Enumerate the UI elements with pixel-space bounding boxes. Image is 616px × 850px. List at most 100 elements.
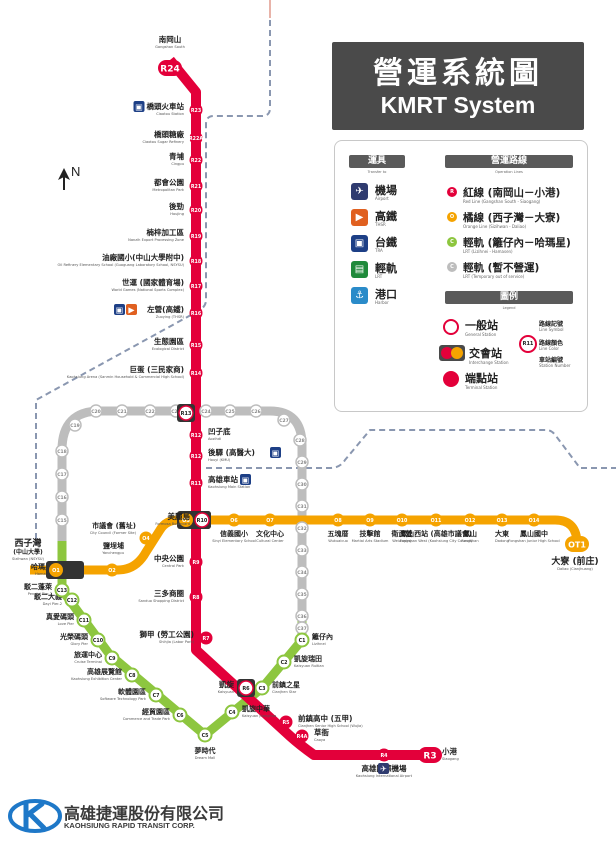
station-c15[interactable]: C15 [55,513,69,527]
station-name-zh: 文化中心 [256,529,284,538]
station-c31[interactable]: C31 [295,499,309,513]
station-name-en: Dream Mall [195,756,216,760]
station-c27[interactable]: C27 [277,413,291,427]
station-c32[interactable]: C32 [295,521,309,535]
station-c37[interactable]: C37 [295,621,309,635]
station-r13-12[interactable]: R13 [177,404,195,422]
terminal-station-label: 端點站 [465,372,498,385]
station-code: C19 [70,423,80,429]
interchange-station-label: 交會站 [469,347,502,360]
station-r4-23[interactable]: R4高雄國際機場Kaohsiung International Airport✈ [356,748,413,779]
station-c25[interactable]: C25 [223,404,237,418]
station-name-en: Ciaotou Sugar Refinery [142,140,184,144]
station-code: R16 [191,311,202,317]
station-c16[interactable]: C16 [55,490,69,504]
station-c17[interactable]: C17 [55,467,69,481]
station-c18[interactable]: C18 [55,444,69,458]
legend-line-dot: O [447,212,457,222]
station-c21[interactable]: C21 [115,404,129,418]
station-code: R11 [191,481,201,487]
station-c28[interactable]: C28 [293,433,307,447]
station-name-zh: 鳳山 [463,529,477,538]
station-name-zh: 凱旋瑞田 [294,654,322,663]
legend-line-label-en: LRT (Lizihnei - Hamasen) [463,249,513,254]
station-code: C25 [225,409,235,415]
station-c29[interactable]: C29 [295,455,309,469]
station-name-en: Kaohsiung Exhibition Center [71,677,122,681]
station-c36[interactable]: C36 [295,609,309,623]
station-c35[interactable]: C35 [295,587,309,601]
general-station-symbol [443,319,459,335]
station-name-en: Cianjhen Senior High School (Wujia) [298,724,363,728]
general-station-label-en: General Station [465,332,497,337]
station-c22[interactable]: C22 [143,404,157,418]
station-code: O10 [397,518,408,524]
station-c30[interactable]: C30 [295,477,309,491]
station-c26[interactable]: C26 [249,404,263,418]
station-c19[interactable]: C19 [68,418,82,432]
station-c24[interactable]: C24 [199,404,213,418]
station-c34[interactable]: C34 [295,565,309,579]
station-name-zh: 楠梓加工區 [146,227,185,237]
station-code: C28 [295,438,305,444]
station-c33[interactable]: C33 [295,543,309,557]
station-code: R12 [191,433,201,439]
station-name-zh: 橋頭糖廠 [154,129,184,139]
station-name-zh: 巨蛋 (三民家商) [130,364,184,374]
station-name-zh: 鳳山西站 (高雄市議會) [400,529,472,538]
map-title-box: 營運系統圖 KMRT System [332,42,584,130]
station-c20[interactable]: C20 [89,404,103,418]
airplane-icon: ✈ [351,183,368,200]
station-name-zh: 凱旋 [219,679,234,689]
